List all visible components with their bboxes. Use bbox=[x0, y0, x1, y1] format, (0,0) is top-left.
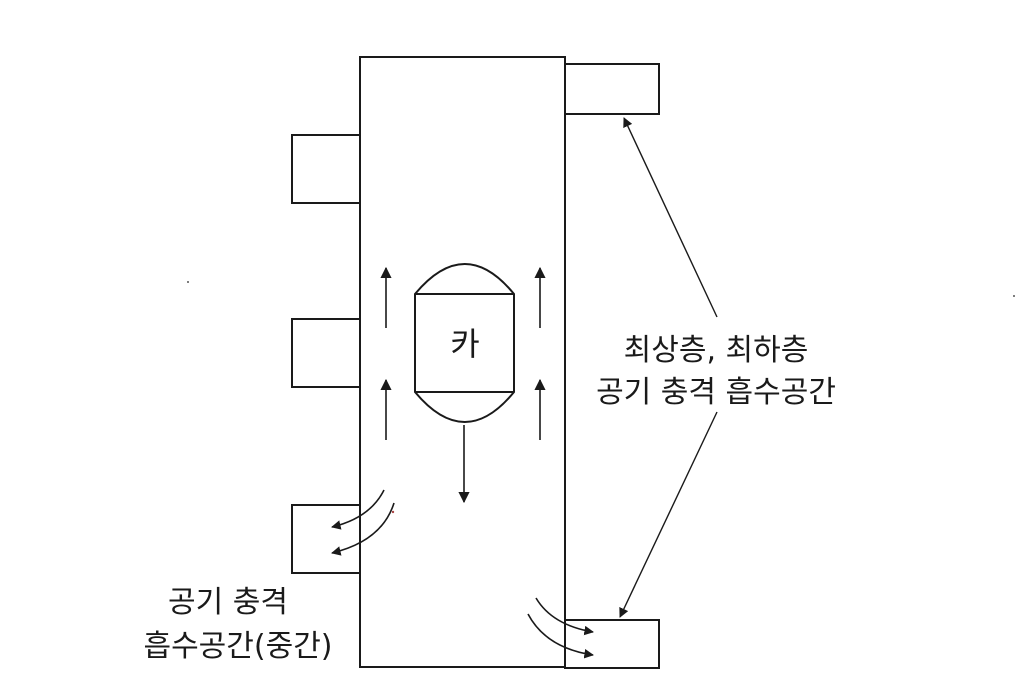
top-absorption-space bbox=[564, 63, 660, 115]
middle-label-line1: 공기 충격 bbox=[168, 585, 288, 620]
elevator-car: 카 bbox=[414, 263, 515, 423]
left-recess-middle bbox=[291, 318, 361, 388]
top-bottom-label-line2: 공기 충격 흡수공간 bbox=[596, 375, 836, 410]
scan-speck bbox=[391, 510, 395, 514]
left-recess-upper bbox=[291, 134, 361, 204]
leader-arrow-to-bottom-space bbox=[619, 411, 718, 618]
middle-absorption-space bbox=[291, 504, 361, 574]
top-bottom-label-line1: 최상층, 최하층 bbox=[624, 333, 809, 368]
scan-speck bbox=[1013, 295, 1015, 297]
leader-arrow-to-top-space bbox=[623, 117, 718, 318]
airflow-curve-middle-upper bbox=[331, 489, 385, 530]
scan-speck bbox=[187, 281, 189, 283]
airflow-curve-middle-lower bbox=[331, 502, 395, 556]
car-label: 카 bbox=[450, 325, 479, 363]
bottom-absorption-space bbox=[564, 619, 660, 669]
airflow-curve-bottom-lower bbox=[527, 613, 594, 659]
airflow-curve-bottom-upper bbox=[535, 597, 594, 636]
middle-label-line2: 흡수공간(중간) bbox=[143, 629, 332, 664]
